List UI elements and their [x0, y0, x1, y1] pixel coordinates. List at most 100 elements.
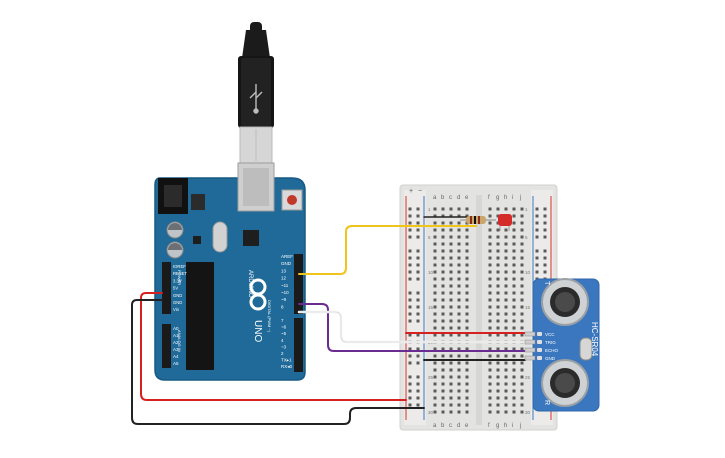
breadboard-hole[interactable] — [504, 312, 508, 316]
breadboard-hole[interactable] — [441, 396, 445, 400]
breadboard-hole[interactable] — [449, 249, 453, 253]
breadboard-hole[interactable] — [488, 291, 492, 295]
rail-hole[interactable] — [416, 249, 420, 253]
breadboard-hole[interactable] — [449, 333, 453, 337]
breadboard-hole[interactable] — [465, 284, 469, 288]
breadboard-hole[interactable] — [433, 319, 437, 323]
breadboard-hole[interactable] — [512, 242, 516, 246]
breadboard-hole[interactable] — [520, 361, 524, 365]
breadboard-hole[interactable] — [488, 235, 492, 239]
breadboard-hole[interactable] — [504, 382, 508, 386]
breadboard-hole[interactable] — [465, 312, 469, 316]
breadboard-hole[interactable] — [457, 347, 461, 351]
rail-hole[interactable] — [416, 214, 420, 218]
breadboard-hole[interactable] — [457, 319, 461, 323]
breadboard-hole[interactable] — [512, 354, 516, 358]
breadboard-hole[interactable] — [441, 256, 445, 260]
breadboard-hole[interactable] — [488, 389, 492, 393]
breadboard-hole[interactable] — [504, 263, 508, 267]
breadboard-hole[interactable] — [457, 256, 461, 260]
breadboard-hole[interactable] — [512, 263, 516, 267]
breadboard-hole[interactable] — [520, 319, 524, 323]
breadboard-hole[interactable] — [465, 403, 469, 407]
breadboard-hole[interactable] — [433, 333, 437, 337]
breadboard-hole[interactable] — [504, 333, 508, 337]
breadboard-hole[interactable] — [433, 284, 437, 288]
breadboard-hole[interactable] — [520, 389, 524, 393]
breadboard-hole[interactable] — [465, 298, 469, 302]
breadboard-hole[interactable] — [512, 270, 516, 274]
breadboard-hole[interactable] — [433, 326, 437, 330]
breadboard-hole[interactable] — [465, 347, 469, 351]
breadboard-hole[interactable] — [449, 354, 453, 358]
breadboard-hole[interactable] — [465, 256, 469, 260]
rail-hole[interactable] — [416, 270, 420, 274]
breadboard-hole[interactable] — [433, 270, 437, 274]
breadboard-hole[interactable] — [441, 389, 445, 393]
breadboard-hole[interactable] — [457, 207, 461, 211]
breadboard-hole[interactable] — [441, 270, 445, 274]
breadboard-hole[interactable] — [465, 277, 469, 281]
rail-hole[interactable] — [408, 291, 412, 295]
breadboard-hole[interactable] — [520, 312, 524, 316]
breadboard-hole[interactable] — [457, 242, 461, 246]
breadboard-hole[interactable] — [433, 256, 437, 260]
breadboard-hole[interactable] — [465, 305, 469, 309]
breadboard-hole[interactable] — [449, 375, 453, 379]
breadboard-hole[interactable] — [488, 305, 492, 309]
breadboard-hole[interactable] — [512, 249, 516, 253]
breadboard-hole[interactable] — [488, 284, 492, 288]
breadboard-hole[interactable] — [504, 347, 508, 351]
breadboard-hole[interactable] — [520, 263, 524, 267]
breadboard-hole[interactable] — [449, 277, 453, 281]
breadboard-hole[interactable] — [512, 368, 516, 372]
breadboard-hole[interactable] — [512, 410, 516, 414]
rail-hole[interactable] — [408, 382, 412, 386]
breadboard-hole[interactable] — [457, 333, 461, 337]
wire-black-gnd-to-rail[interactable] — [131, 299, 425, 425]
breadboard-hole[interactable] — [449, 326, 453, 330]
rail-hole[interactable] — [416, 291, 420, 295]
breadboard-hole[interactable] — [504, 298, 508, 302]
breadboard-hole[interactable] — [457, 361, 461, 365]
breadboard-hole[interactable] — [496, 382, 500, 386]
breadboard-hole[interactable] — [504, 235, 508, 239]
breadboard-hole[interactable] — [433, 361, 437, 365]
breadboard-hole[interactable] — [465, 270, 469, 274]
rail-hole[interactable] — [416, 354, 420, 358]
rail-hole[interactable] — [535, 228, 539, 232]
rail-hole[interactable] — [408, 389, 412, 393]
breadboard-hole[interactable] — [512, 382, 516, 386]
rail-hole[interactable] — [416, 207, 420, 211]
breadboard-hole[interactable] — [449, 361, 453, 365]
rail-hole[interactable] — [416, 333, 420, 337]
breadboard-hole[interactable] — [433, 207, 437, 211]
breadboard-hole[interactable] — [512, 347, 516, 351]
breadboard-hole[interactable] — [520, 375, 524, 379]
breadboard-hole[interactable] — [504, 284, 508, 288]
breadboard-hole[interactable] — [465, 249, 469, 253]
breadboard-hole[interactable] — [433, 375, 437, 379]
breadboard-hole[interactable] — [512, 235, 516, 239]
rail-hole[interactable] — [543, 270, 547, 274]
rail-hole[interactable] — [416, 319, 420, 323]
breadboard-hole[interactable] — [488, 347, 492, 351]
breadboard-hole[interactable] — [449, 235, 453, 239]
breadboard-hole[interactable] — [457, 263, 461, 267]
breadboard-hole[interactable] — [465, 333, 469, 337]
breadboard-hole[interactable] — [520, 326, 524, 330]
breadboard-hole[interactable] — [465, 326, 469, 330]
breadboard-hole[interactable] — [504, 326, 508, 330]
breadboard-hole[interactable] — [441, 312, 445, 316]
sensor-pin[interactable] — [524, 331, 536, 337]
rail-hole[interactable] — [416, 312, 420, 316]
breadboard-hole[interactable] — [496, 347, 500, 351]
rail-hole[interactable] — [408, 361, 412, 365]
breadboard-hole[interactable] — [504, 270, 508, 274]
reset-button-cap[interactable] — [287, 195, 297, 205]
breadboard-hole[interactable] — [441, 284, 445, 288]
breadboard-hole[interactable] — [465, 361, 469, 365]
breadboard-hole[interactable] — [441, 354, 445, 358]
breadboard-hole[interactable] — [520, 249, 524, 253]
